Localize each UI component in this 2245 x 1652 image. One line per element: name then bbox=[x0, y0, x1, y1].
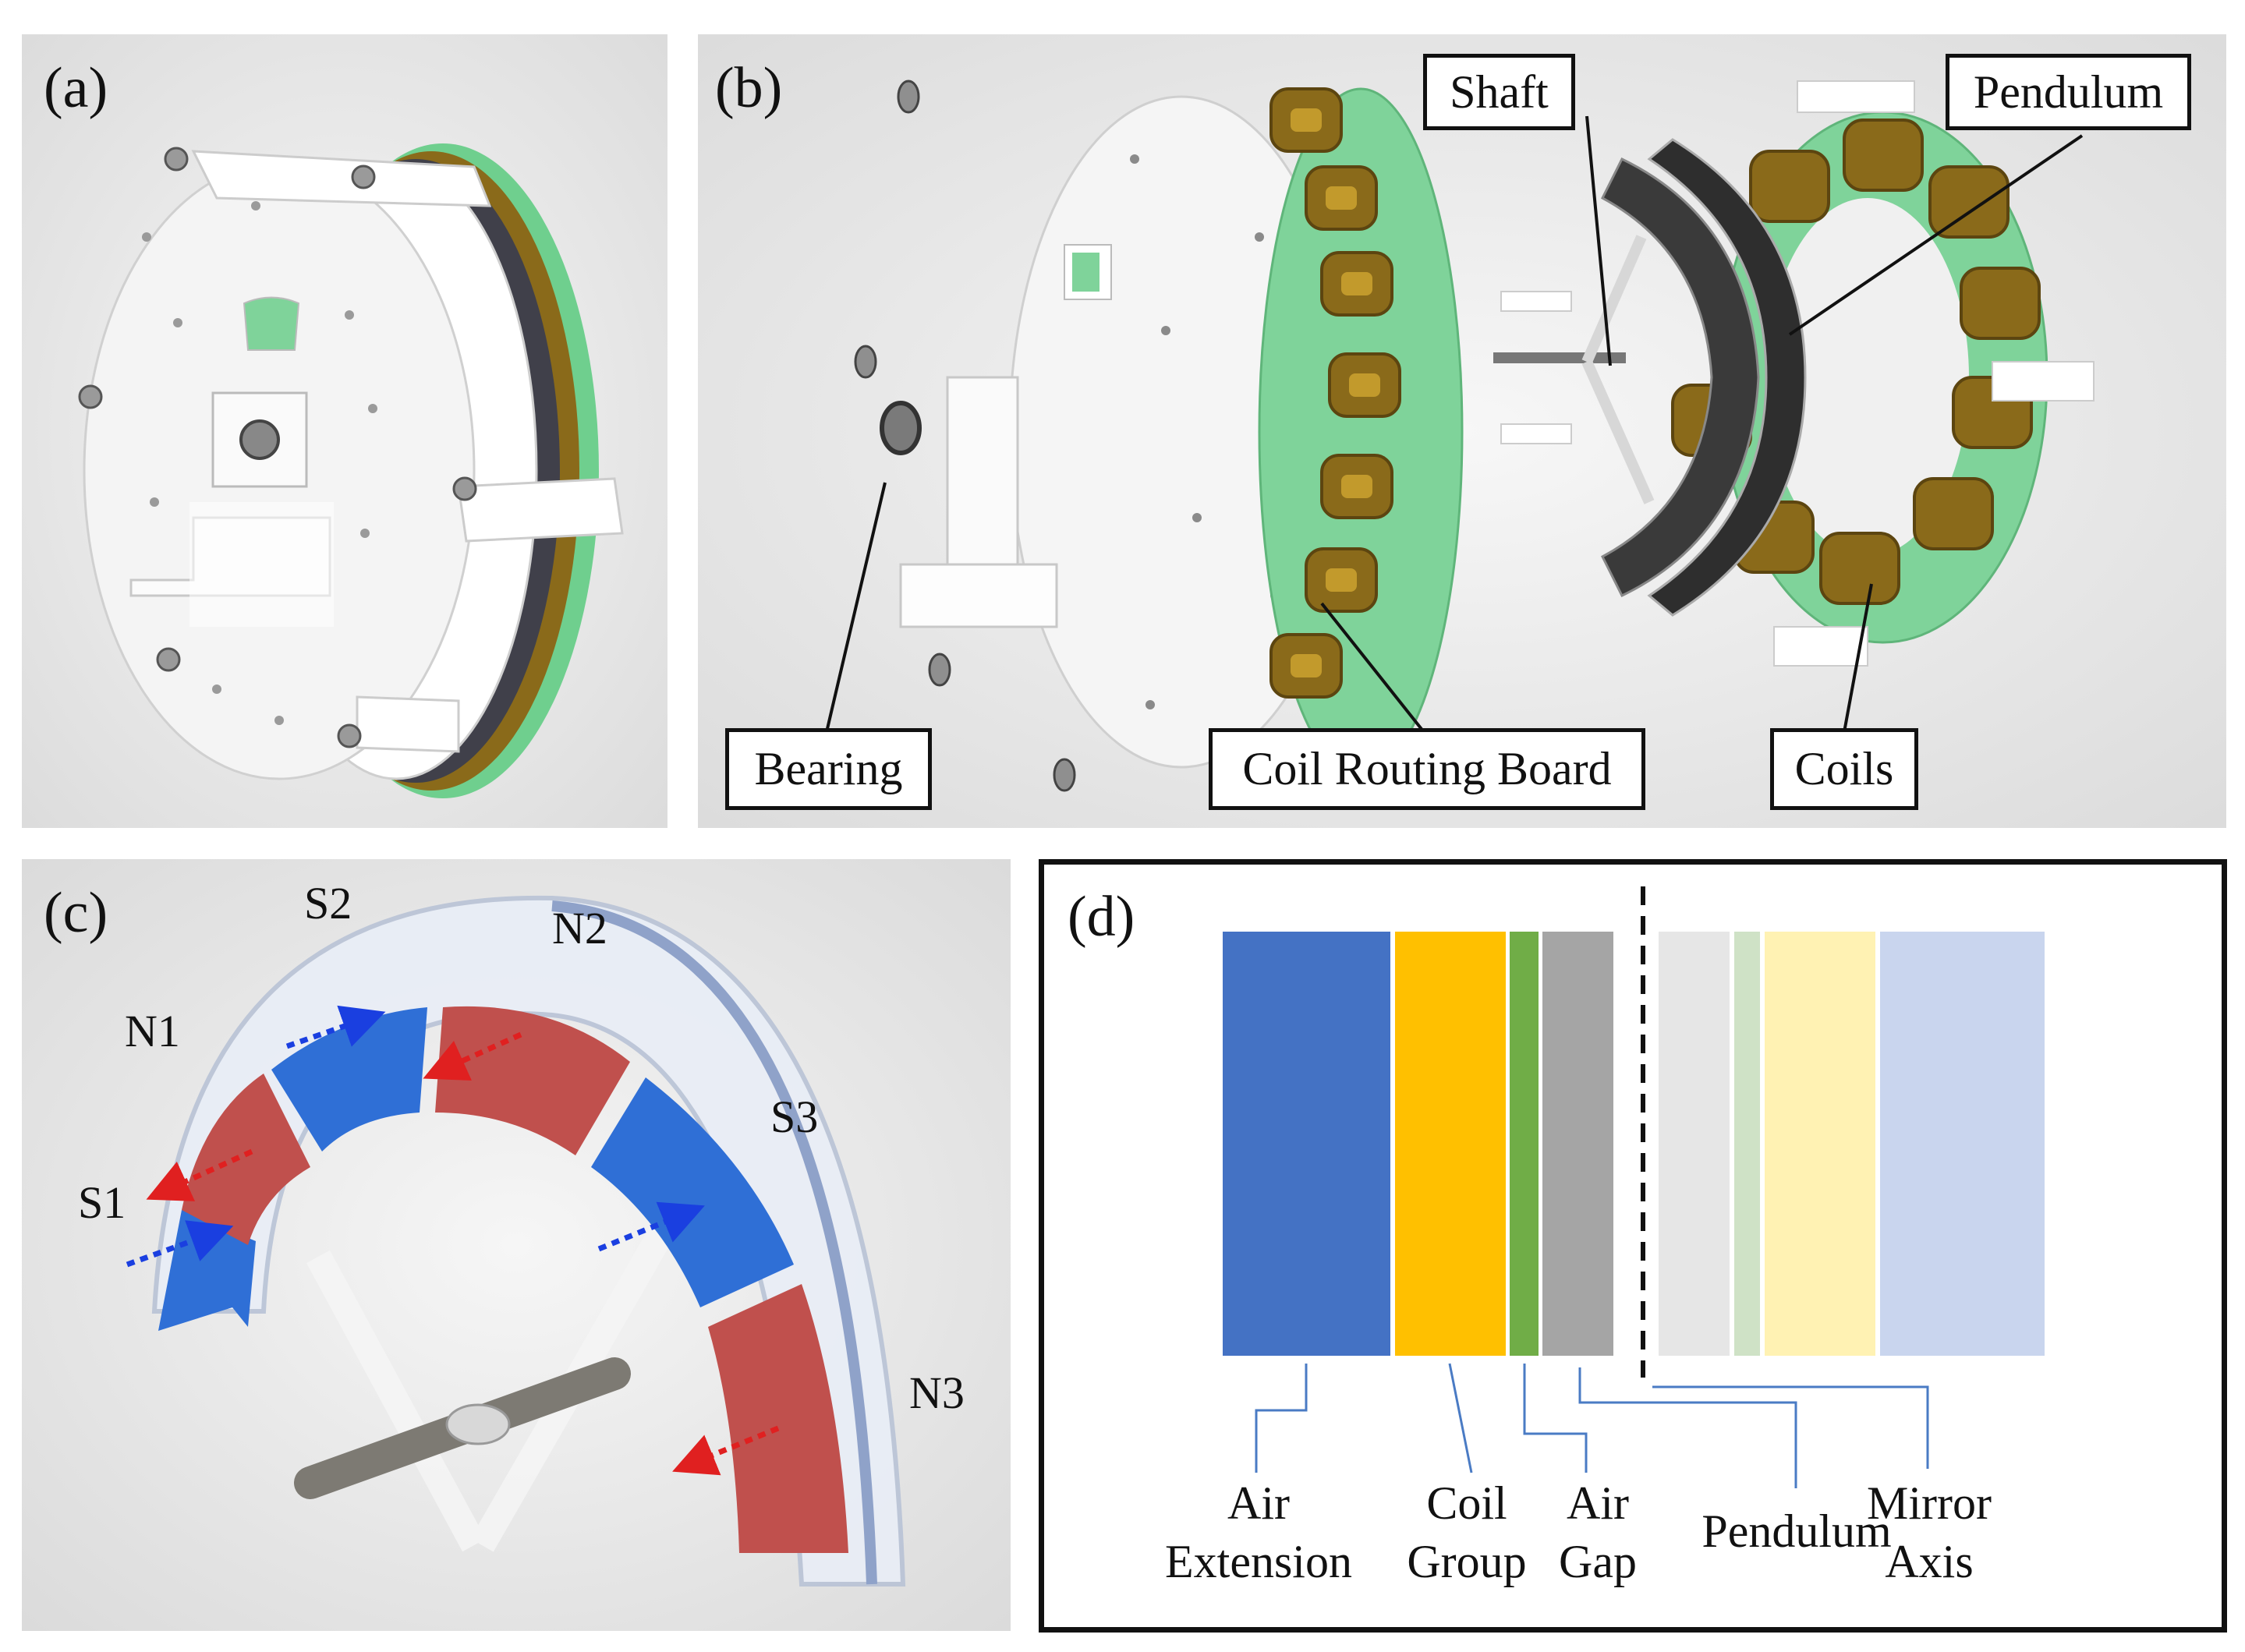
pendulum-callout: Pendulum bbox=[1946, 54, 2191, 130]
coil-group-layer bbox=[1395, 932, 1506, 1356]
label-n2: N2 bbox=[552, 903, 607, 953]
magnet-s3 bbox=[591, 1077, 794, 1307]
panel-b-exploded-view: (b) Shaft Pendulum Bearing Coil Routing … bbox=[698, 34, 2226, 828]
coil-routing-board-callout: Coil Routing Board bbox=[1209, 728, 1645, 810]
label-n3: N3 bbox=[909, 1367, 965, 1418]
label-s2: S2 bbox=[304, 878, 352, 929]
label-air-extension-line1: Air bbox=[1227, 1477, 1290, 1529]
label-s3: S3 bbox=[770, 1091, 819, 1142]
coils-callout: Coils bbox=[1770, 728, 1918, 810]
arrow-n3 bbox=[672, 1425, 780, 1476]
panel-a-label: (a) bbox=[44, 56, 108, 120]
panel-d-label: (d) bbox=[1068, 885, 1135, 949]
label-air-gap-line1: Air bbox=[1567, 1477, 1629, 1529]
shaft-callout: Shaft bbox=[1423, 54, 1575, 130]
label-n1: N1 bbox=[125, 1006, 180, 1056]
air-extension-layer bbox=[1223, 932, 1390, 1356]
label-mirror-axis: Mirror Axis bbox=[1832, 1474, 2027, 1591]
label-coil-group-line2: Group bbox=[1407, 1536, 1527, 1587]
panel-a-assembled-prototype: (a) bbox=[22, 34, 667, 828]
air-gap-layer bbox=[1542, 932, 1613, 1356]
assembled-prototype-render bbox=[22, 34, 667, 828]
label-mirror-axis-line1: Mirror bbox=[1867, 1477, 1992, 1529]
layer-schematic bbox=[1223, 886, 2045, 1488]
magnet-s2 bbox=[271, 1007, 427, 1151]
exploded-view-render bbox=[698, 34, 2226, 828]
panel-b-label: (b) bbox=[715, 56, 783, 120]
panel-c-label: (c) bbox=[44, 881, 108, 945]
magnet-n2 bbox=[435, 1006, 630, 1155]
mirrored-air-extension-layer bbox=[1880, 932, 2045, 1356]
label-mirror-axis-line2: Axis bbox=[1885, 1536, 1974, 1587]
label-air-extension-line2: Extension bbox=[1165, 1536, 1352, 1587]
arrow-s3 bbox=[597, 1201, 705, 1252]
panel-d-layer-schematic: (d) Air Extension Coil Group Air Gap Pen… bbox=[1039, 859, 2227, 1633]
bearing-callout: Bearing bbox=[725, 728, 932, 810]
magnet-array-render bbox=[22, 859, 1011, 1631]
arrow-n1 bbox=[146, 1148, 253, 1201]
mirrored-air-gap-layer bbox=[1659, 932, 1730, 1356]
mirrored-coil-group-layer bbox=[1765, 932, 1875, 1356]
label-air-gap-line2: Gap bbox=[1559, 1536, 1637, 1587]
label-air-gap: Air Gap bbox=[1528, 1474, 1668, 1591]
label-pendulum-line1: Pendulum bbox=[1701, 1505, 1892, 1557]
label-pendulum: Pendulum bbox=[1691, 1502, 1902, 1561]
label-coil-group-line1: Coil bbox=[1426, 1477, 1507, 1529]
mirrored-coil-board-layer bbox=[1734, 932, 1760, 1356]
arrow-n2 bbox=[423, 1031, 522, 1081]
coil-board-layer bbox=[1510, 932, 1539, 1356]
magnet-n3 bbox=[708, 1284, 848, 1553]
magnet-n1 bbox=[182, 1074, 310, 1245]
label-s1: S1 bbox=[78, 1177, 126, 1228]
label-coil-group: Coil Group bbox=[1381, 1474, 1553, 1591]
arrow-s1 bbox=[126, 1220, 234, 1268]
label-air-extension: Air Extension bbox=[1153, 1474, 1364, 1591]
panel-c-magnet-array: (c) N1 S1 S2 N2 S3 N3 bbox=[22, 859, 1011, 1631]
